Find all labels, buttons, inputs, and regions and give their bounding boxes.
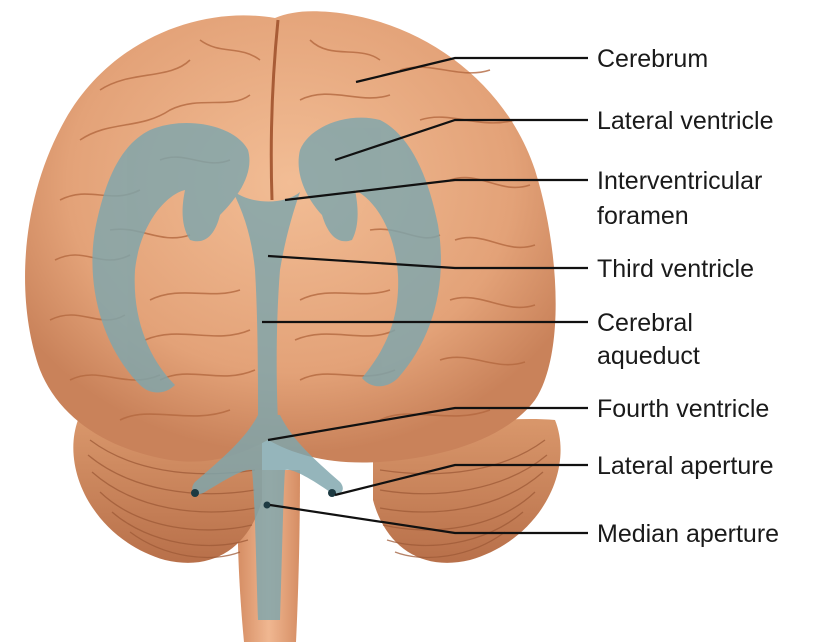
cerebrum-leader xyxy=(355,56,588,84)
label-interventricular-foramen-line2: foramen xyxy=(597,202,689,230)
fourth-ventricle-leader xyxy=(267,406,588,442)
third-ventricle-and-aqueduct xyxy=(232,190,300,420)
lateral-aperture-leader xyxy=(334,463,588,497)
label-cerebral-aqueduct-line1: Cerebral xyxy=(597,309,693,337)
label-interventricular-foramen-line1: Interventricular xyxy=(597,167,762,195)
fourth-ventricle xyxy=(192,415,343,620)
median-aperture-dot xyxy=(263,501,271,509)
median-aperture-leader xyxy=(269,503,588,535)
label-cerebrum: Cerebrum xyxy=(597,45,708,73)
label-lateral-aperture: Lateral aperture xyxy=(597,452,774,480)
left-lateral-aperture-dot xyxy=(191,489,199,497)
lateral-ventricle-leader xyxy=(334,118,588,162)
right-lateral-aperture-dot xyxy=(328,489,336,497)
label-lateral-ventricle: Lateral ventricle xyxy=(597,107,773,135)
interventricular-foramen-leader xyxy=(284,178,588,202)
third-ventricle-leader xyxy=(267,254,588,270)
label-median-aperture: Median aperture xyxy=(597,520,779,548)
label-cerebral-aqueduct-line2: aqueduct xyxy=(597,342,700,370)
label-fourth-ventricle: Fourth ventricle xyxy=(597,395,769,423)
left-lateral-ventricle xyxy=(92,122,250,393)
label-third-ventricle: Third ventricle xyxy=(597,255,754,283)
leader-lines xyxy=(262,56,588,535)
